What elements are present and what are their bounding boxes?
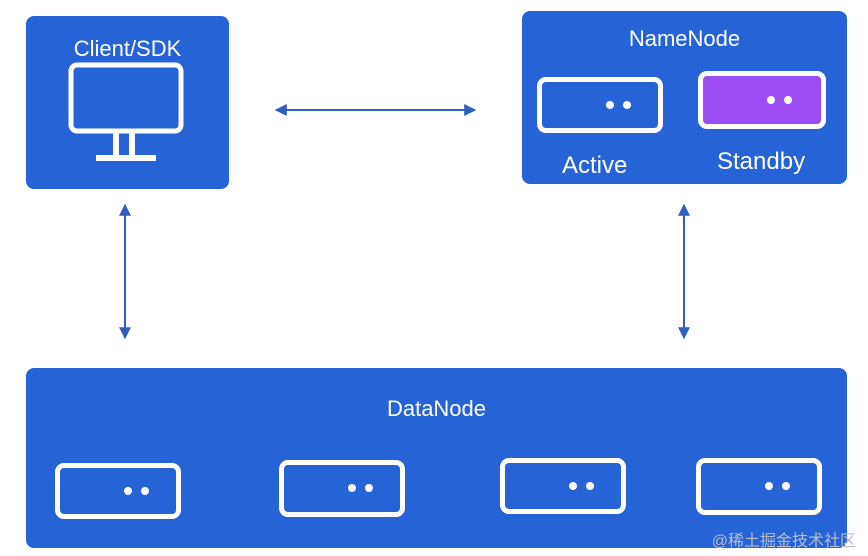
namenode-box: NameNode Active Standby xyxy=(522,11,847,184)
datanode-server-3 xyxy=(500,458,626,514)
monitor-icon xyxy=(68,62,184,161)
server-led-dot xyxy=(782,482,790,490)
server-led-dot xyxy=(784,96,792,104)
datanode-server-1 xyxy=(55,463,181,519)
server-led-dot xyxy=(586,482,594,490)
watermark: @稀土掘金技术社区 xyxy=(711,533,856,550)
server-led-dot xyxy=(348,484,356,492)
datanode-server-2 xyxy=(279,460,405,517)
server-led-dot xyxy=(767,96,775,104)
server-led-dot xyxy=(569,482,577,490)
server-led-dot xyxy=(365,484,373,492)
datanode-box: DataNode xyxy=(26,368,847,548)
client-sdk-title: Client/SDK xyxy=(73,36,182,61)
datanode-title: DataNode xyxy=(386,396,487,421)
server-led-dot xyxy=(124,487,132,495)
server-led-dot xyxy=(765,482,773,490)
server-led-dot xyxy=(606,101,614,109)
datanode-server-4 xyxy=(696,458,822,515)
active-label: Active xyxy=(562,152,628,179)
namenode-title: NameNode xyxy=(628,26,741,51)
server-led-dot xyxy=(623,101,631,109)
active-namenode-server xyxy=(537,77,663,133)
standby-namenode-server xyxy=(698,71,826,129)
client-sdk-box: Client/SDK xyxy=(26,16,229,189)
standby-label: Standby xyxy=(717,148,806,175)
server-led-dot xyxy=(141,487,149,495)
